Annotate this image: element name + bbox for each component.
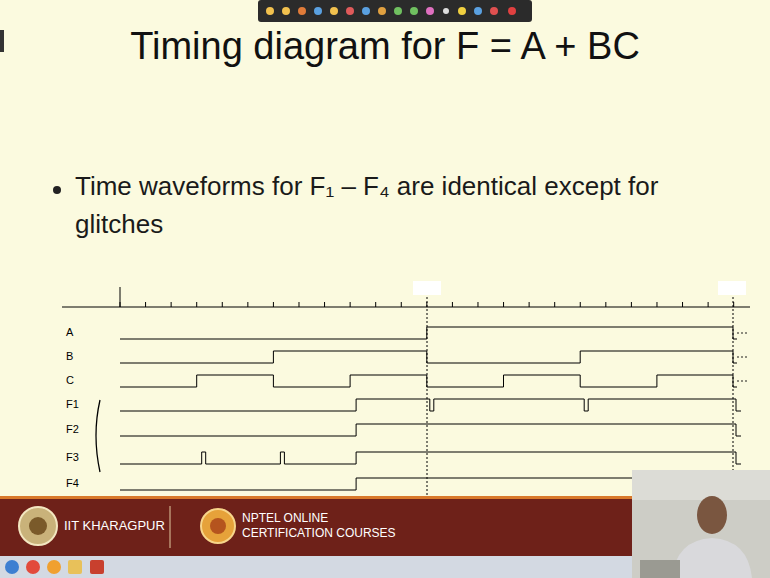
marker-flag [413,281,441,295]
signal-waveform [120,399,741,411]
signal-waveform [120,351,737,363]
axis-tick [350,302,351,307]
signal-waveform [120,424,741,436]
course-name: CERTIFICATION COURSES [242,526,442,540]
signal-name: F4 [66,477,94,490]
continuation-dots [737,332,747,382]
axis-tick [554,302,555,307]
axis-tick [708,302,709,307]
signal-waveform [120,452,741,464]
axis-tick [298,302,299,307]
signal-name: A [66,326,106,339]
signal-name: B [66,350,106,363]
axis-tick [196,302,197,307]
signal-waveform [120,375,737,387]
axis-tick [682,302,683,307]
axis-tick [580,302,581,307]
waveforms [120,327,741,490]
axis-tick [273,302,274,307]
axis-tick [656,302,657,307]
axis-tick [631,302,632,307]
bullet-dot [53,186,61,194]
axis-tick [605,302,606,307]
axis-tick [324,302,325,307]
slide-title: Timing diagram for F = A + BC [0,24,770,70]
axis-tick [145,302,146,307]
axis-tick [120,302,121,307]
signal-name: F2 [66,423,94,436]
signal-name: C [66,374,106,387]
signal-name: F1 [66,398,94,411]
edge-mark [0,30,4,52]
bullet-text: Time waveforms for F₁ – F₄ are identical… [75,168,675,243]
axis-tick [375,302,376,307]
time-axis [62,287,750,307]
marker-lines [427,293,733,495]
signal-name: F3 [66,451,94,464]
axis-tick [222,302,223,307]
axis-tick [452,302,453,307]
presenter-video [632,470,770,578]
pen-toolbar [258,0,532,22]
axis-tick [503,302,504,307]
axis-tick [247,302,248,307]
axis-tick [477,302,478,307]
bracket-mark [96,400,100,472]
marker-flag [718,281,746,295]
course-name: NPTEL ONLINE [242,511,442,525]
institute-name: IIT KHARAGPUR [64,518,169,534]
axis-tick [529,302,530,307]
signal-waveform [120,327,737,339]
axis-tick [171,302,172,307]
axis-tick [401,302,402,307]
